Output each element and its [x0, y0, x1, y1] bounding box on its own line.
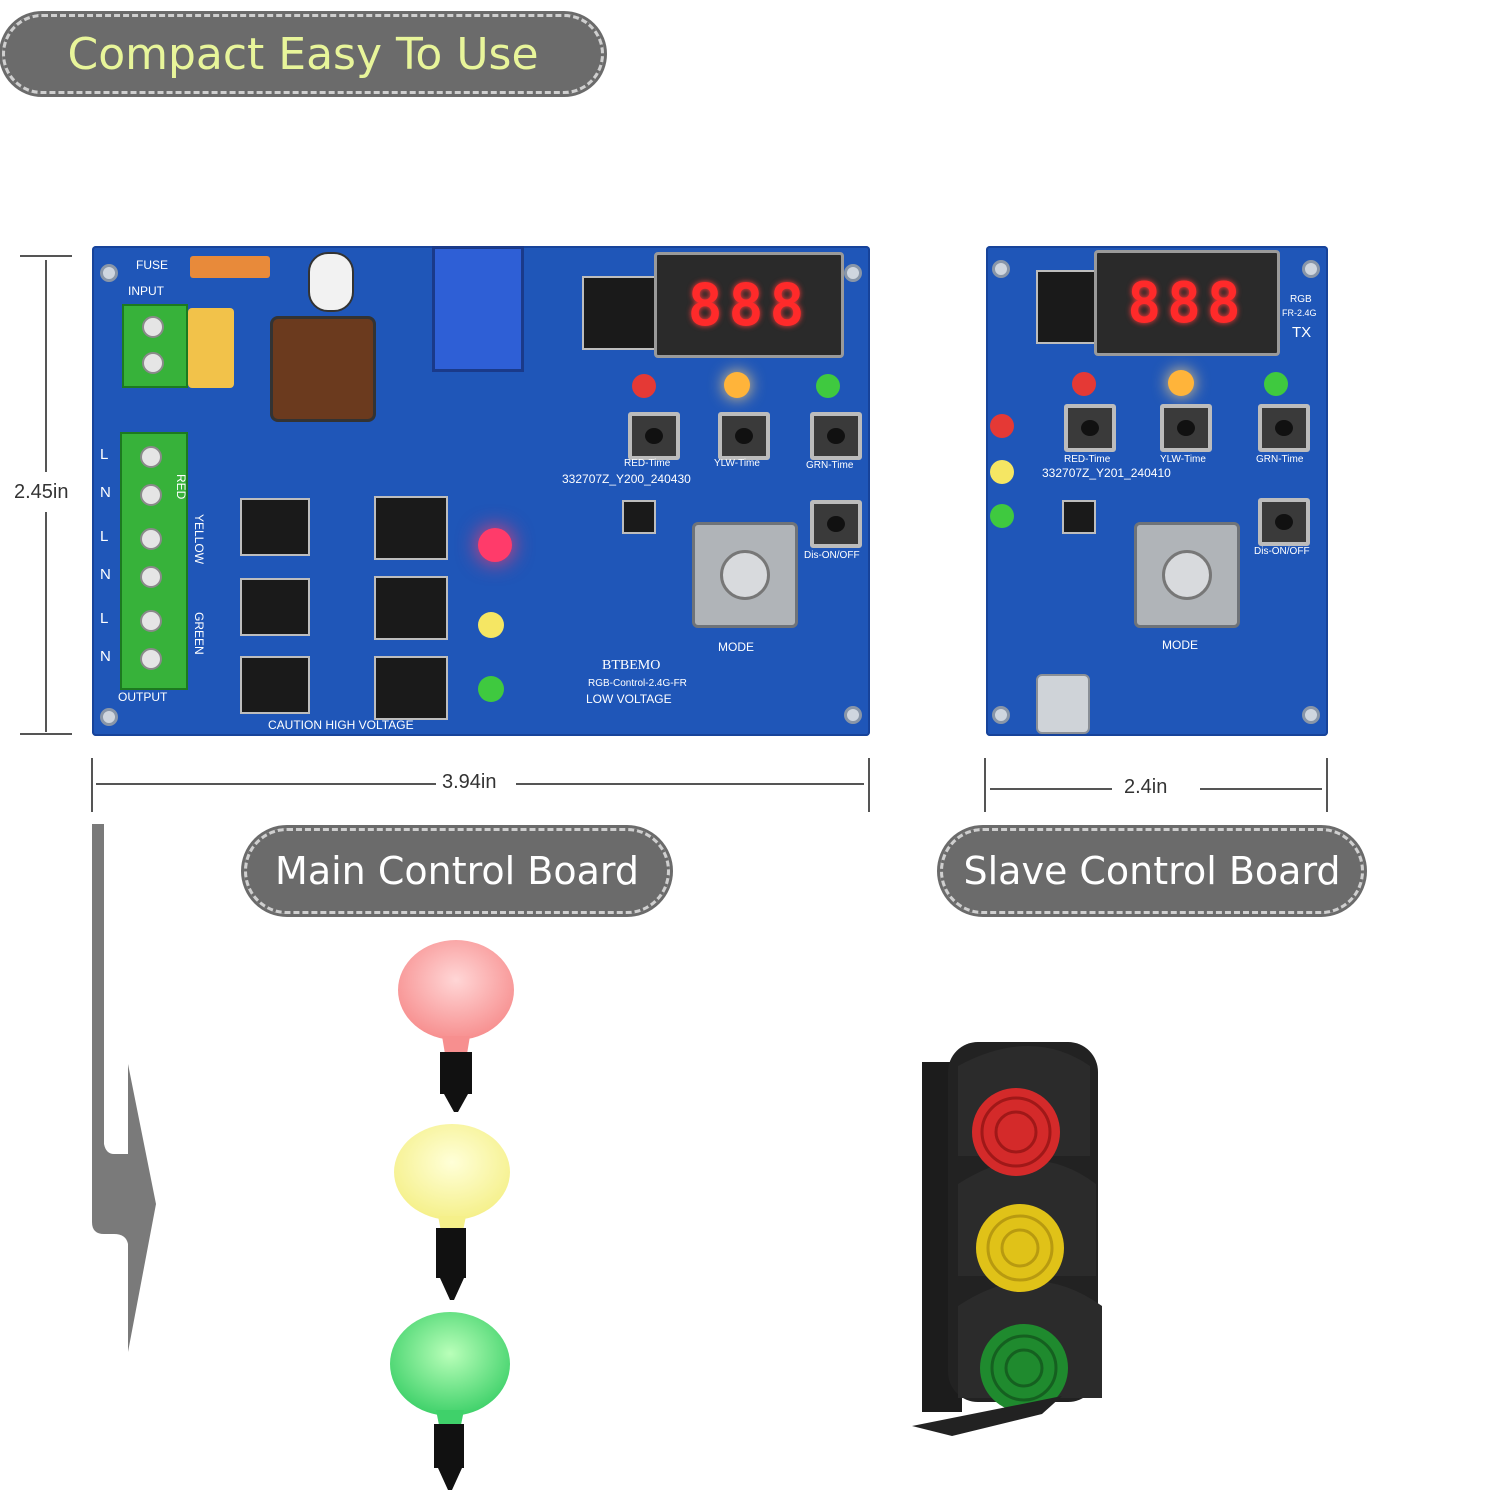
mode-rotary-encoder[interactable]	[692, 522, 798, 628]
main-height-label: 2.45in	[14, 481, 69, 503]
mcu-u6	[622, 500, 656, 534]
usb-c-port	[1036, 674, 1090, 734]
led-d14	[990, 504, 1014, 528]
fuse	[190, 256, 270, 278]
led-d14	[478, 676, 504, 702]
yellow-time-label: YLW-Time	[714, 458, 760, 469]
terminal-label: L	[100, 528, 109, 545]
fr-label: FR-2.4G	[1282, 308, 1317, 318]
display-toggle-button[interactable]	[1258, 498, 1310, 546]
input-terminal	[122, 304, 188, 388]
mount-hole	[844, 706, 862, 724]
led-d7	[1168, 370, 1194, 396]
headline-pill: Compact Easy To Use	[0, 11, 607, 97]
red-time-button[interactable]	[1064, 404, 1116, 452]
tx-label: TX	[1292, 324, 1312, 341]
main-control-board: FUSE INPUT L N L N L N RED YELLOW GREEN …	[92, 246, 870, 736]
main-serial: 332707Z_Y200_240430	[562, 472, 691, 486]
transformer	[432, 246, 524, 372]
inductor-coil	[270, 316, 376, 422]
mount-hole	[992, 260, 1010, 278]
main-display-digits: 888	[687, 271, 811, 339]
driver-chip-u1	[1036, 270, 1100, 344]
slave-control-board: 888 RGB FR-2.4G TX RED-Time YLW-Time GRN…	[986, 246, 1328, 736]
slave-board-pill: Slave Control Board	[937, 825, 1367, 917]
led-d8	[816, 374, 840, 398]
yellow-time-button[interactable]	[718, 412, 770, 460]
mount-hole	[100, 264, 118, 282]
terminal-label: N	[100, 648, 111, 665]
low-voltage-label: LOW VOLTAGE	[586, 692, 672, 706]
red-time-button[interactable]	[628, 412, 680, 460]
led-d12	[478, 528, 512, 562]
driver-chip-u1	[582, 276, 656, 350]
mount-hole	[1302, 260, 1320, 278]
model-label: RGB-Control-2.4G-FR	[588, 678, 687, 689]
caution-label: CAUTION HIGH VOLTAGE	[268, 718, 414, 732]
output-label: OUTPUT	[118, 690, 168, 704]
mount-hole	[992, 706, 1010, 724]
terminal-label: N	[100, 484, 111, 501]
bulb-icon	[398, 940, 514, 1112]
red-time-label: RED-Time	[1064, 454, 1111, 465]
traffic-light-icon	[912, 1042, 1102, 1436]
mcu-u6	[1062, 500, 1096, 534]
mount-hole	[1302, 706, 1320, 724]
capacitor-x2	[188, 308, 234, 388]
led-d12	[990, 414, 1014, 438]
slave-width-label: 2.4in	[1124, 776, 1168, 798]
main-width-label: 3.94in	[442, 771, 497, 793]
triac-q1	[240, 498, 310, 556]
mount-hole	[844, 264, 862, 282]
main-board-pill: Main Control Board	[241, 825, 673, 917]
main-board-label: Main Control Board	[275, 849, 639, 893]
led-d8	[1264, 372, 1288, 396]
green-time-label: GRN-Time	[1256, 454, 1304, 465]
red-time-label: RED-Time	[624, 458, 671, 469]
brand-label: BTBEMO	[602, 658, 661, 673]
display-toggle-label: Dis-ON/OFF	[804, 550, 860, 561]
input-label: INPUT	[128, 284, 164, 298]
terminal-label: L	[100, 446, 109, 463]
output-terminal-block	[120, 432, 188, 690]
mode-label: MODE	[718, 640, 754, 654]
led-d7	[724, 372, 750, 398]
triac-q2	[240, 578, 310, 636]
slave-seven-segment-display: 888	[1094, 250, 1280, 356]
optocoupler-u9	[374, 656, 448, 720]
display-toggle-label: Dis-ON/OFF	[1254, 546, 1310, 557]
headline-text: Compact Easy To Use	[67, 28, 539, 80]
mode-rotary-encoder[interactable]	[1134, 522, 1240, 628]
green-time-button[interactable]	[810, 412, 862, 460]
led-d13	[478, 612, 504, 638]
terminal-label: L	[100, 610, 109, 627]
rgb-label: RGB	[1290, 294, 1312, 305]
red-channel-label: RED	[174, 474, 188, 500]
mode-label: MODE	[1162, 638, 1198, 652]
optocoupler-u7	[374, 496, 448, 560]
down-arrow-icon	[92, 824, 156, 1352]
main-seven-segment-display: 888	[654, 252, 844, 358]
yellow-channel-label: YELLOW	[192, 514, 206, 565]
triac-q3	[240, 656, 310, 714]
terminal-label: N	[100, 566, 111, 583]
green-channel-label: GREEN	[192, 612, 206, 655]
green-time-label: GRN-Time	[806, 460, 854, 471]
green-time-button[interactable]	[1258, 404, 1310, 452]
led-d6	[632, 374, 656, 398]
slave-board-label: Slave Control Board	[963, 849, 1341, 893]
slave-display-digits: 888	[1127, 270, 1247, 336]
yellow-time-label: YLW-Time	[1160, 454, 1206, 465]
bulb-icon	[390, 1312, 510, 1490]
bulb-icon	[394, 1124, 510, 1300]
display-toggle-button[interactable]	[810, 500, 862, 548]
electrolytic-capacitor	[308, 252, 354, 312]
slave-serial: 332707Z_Y201_240410	[1042, 466, 1171, 480]
mount-hole	[100, 708, 118, 726]
led-d6	[1072, 372, 1096, 396]
fuse-label: FUSE	[136, 258, 169, 272]
led-d13	[990, 460, 1014, 484]
yellow-time-button[interactable]	[1160, 404, 1212, 452]
optocoupler-u8	[374, 576, 448, 640]
